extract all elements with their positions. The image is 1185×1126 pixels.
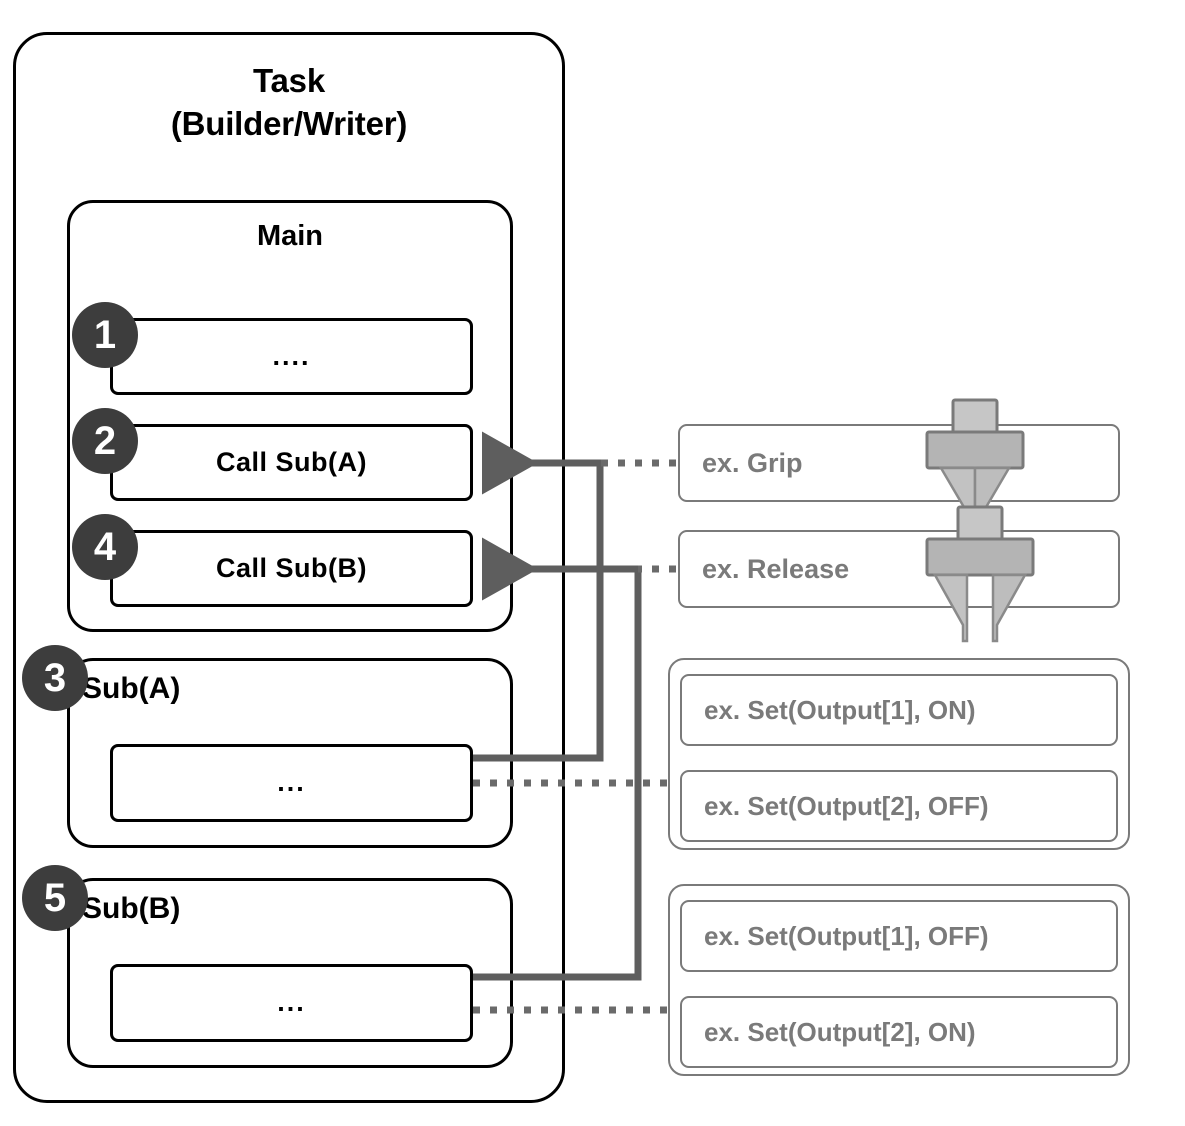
step-marker-2: 2 [72,408,138,474]
output-group-2-item-2-label: ex. Set(Output[2], ON) [704,1016,976,1047]
task-title-line1: Task [253,62,325,99]
output-group-1-item-2[interactable]: ex. Set(Output[2], OFF) [680,770,1118,842]
sub-a-body-box[interactable]: ... [110,744,473,822]
sub-b-body-label: ... [277,987,306,1018]
sub-b-body-box[interactable]: ... [110,964,473,1042]
main-step-3-label: Call Sub(B) [216,553,367,583]
example-release-label: ex. Release [702,553,850,584]
main-title: Main [256,220,324,252]
main-step-1-label: .... [272,340,311,371]
sub-b-title: Sub(B) [82,892,181,925]
main-step-1-box[interactable]: .... [110,318,473,395]
output-group-2-item-1-label: ex. Set(Output[1], OFF) [704,920,989,951]
task-title-line2: (Builder/Writer) [170,104,408,142]
example-grip-label: ex. Grip [702,447,803,478]
output-group-2-item-2[interactable]: ex. Set(Output[2], ON) [680,996,1118,1068]
main-step-2-label: Call Sub(A) [216,447,367,477]
step-marker-3: 3 [22,645,88,711]
example-release-box[interactable]: ex. Release [678,530,1120,608]
sub-a-body-label: ... [277,767,306,798]
step-marker-1: 1 [72,302,138,368]
gripper-open-icon [925,505,1035,643]
output-group-1-item-2-label: ex. Set(Output[2], OFF) [704,790,989,821]
example-grip-box[interactable]: ex. Grip [678,424,1120,502]
main-step-2-box[interactable]: Call Sub(A) [110,424,473,501]
output-group-2-item-1[interactable]: ex. Set(Output[1], OFF) [680,900,1118,972]
task-title: Task (Builder/Writer) [13,60,565,146]
sub-a-title: Sub(A) [82,672,181,705]
step-marker-4: 4 [72,514,138,580]
step-marker-5: 5 [22,865,88,931]
main-step-3-box[interactable]: Call Sub(B) [110,530,473,607]
output-group-1-item-1-label: ex. Set(Output[1], ON) [704,694,976,725]
output-group-1-item-1[interactable]: ex. Set(Output[1], ON) [680,674,1118,746]
